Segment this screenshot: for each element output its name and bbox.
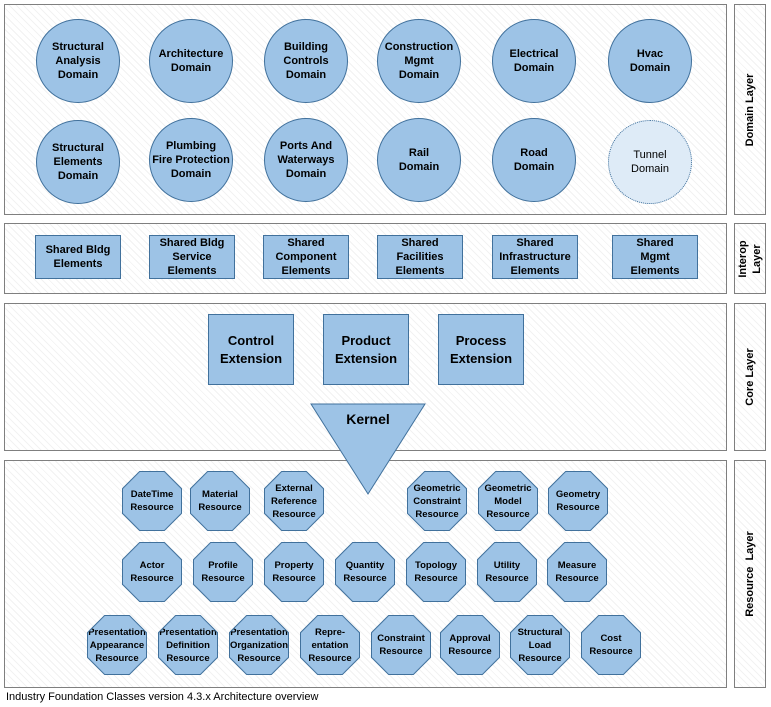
resource-property-label: Property Resource — [265, 543, 323, 601]
domain-tunnel: Tunnel Domain — [608, 120, 692, 204]
interop-shared-bldg-elements: Shared Bldg Elements — [35, 235, 121, 279]
resource-representation: Repre- entation Resource — [300, 615, 360, 675]
interop-shared-infrastructure-elements: Shared Infrastructure Elements — [492, 235, 578, 279]
resource-topology: Topology Resource — [406, 542, 466, 602]
resource-constraint: Constraint Resource — [371, 615, 431, 675]
core-layer-label: Core Layer — [744, 348, 756, 406]
resource-actor: Actor Resource — [122, 542, 182, 602]
resource-layer-side: Resource Layer — [734, 460, 766, 688]
domain-electrical: Electrical Domain — [492, 19, 576, 103]
resource-representation-label: Repre- entation Resource — [301, 616, 359, 674]
resource-geometric-constraint: Geometric Constraint Resource — [407, 471, 467, 531]
domain-layer-side: Domain Layer — [734, 4, 766, 215]
resource-presentation-appearance-label: Presentation Appearance Resource — [88, 616, 146, 674]
resource-utility: Utility Resource — [477, 542, 537, 602]
interop-layer-side: Interop Layer — [734, 223, 766, 294]
resource-geometric-model: Geometric Model Resource — [478, 471, 538, 531]
resource-constraint-label: Constraint Resource — [372, 616, 430, 674]
resource-quantity: Quantity Resource — [335, 542, 395, 602]
domain-hvac: Hvac Domain — [608, 19, 692, 103]
resource-structural-load: Structural Load Resource — [510, 615, 570, 675]
resource-layer-label: Resource Layer — [744, 531, 756, 617]
resource-utility-label: Utility Resource — [478, 543, 536, 601]
resource-external-reference: External Reference Resource — [264, 471, 324, 531]
interop-shared-bldg-service-elements: Shared Bldg Service Elements — [149, 235, 235, 279]
resource-presentation-definition: Presentation Definition Resource — [158, 615, 218, 675]
core-process-extension: Process Extension — [438, 314, 524, 385]
resource-material: Material Resource — [190, 471, 250, 531]
resource-external-reference-label: External Reference Resource — [265, 472, 323, 530]
resource-presentation-organization: Presentation Organization Resource — [229, 615, 289, 675]
domain-structural-elements: Structural Elements Domain — [36, 120, 120, 204]
resource-quantity-label: Quantity Resource — [336, 543, 394, 601]
resource-datetime-label: DateTime Resource — [123, 472, 181, 530]
interop-shared-facilities-elements: Shared Facilities Elements — [377, 235, 463, 279]
resource-profile: Profile Resource — [193, 542, 253, 602]
interop-shared-component-elements: Shared Component Elements — [263, 235, 349, 279]
resource-measure-label: Measure Resource — [548, 543, 606, 601]
core-layer-side: Core Layer — [734, 303, 766, 451]
core-control-extension: Control Extension — [208, 314, 294, 385]
resource-cost-label: Cost Resource — [582, 616, 640, 674]
resource-topology-label: Topology Resource — [407, 543, 465, 601]
kernel-label: Kernel — [346, 411, 390, 427]
kernel-triangle — [310, 403, 426, 495]
domain-layer-label: Domain Layer — [744, 73, 756, 146]
domain-rail: Rail Domain — [377, 118, 461, 202]
resource-presentation-definition-label: Presentation Definition Resource — [159, 616, 217, 674]
resource-profile-label: Profile Resource — [194, 543, 252, 601]
domain-construction-mgmt: Construction Mgmt Domain — [377, 19, 461, 103]
domain-structural-analysis: Structural Analysis Domain — [36, 19, 120, 103]
resource-geometric-constraint-label: Geometric Constraint Resource — [408, 472, 466, 530]
resource-geometry: Geometry Resource — [548, 471, 608, 531]
domain-building-controls: Building Controls Domain — [264, 19, 348, 103]
core-product-extension: Product Extension — [323, 314, 409, 385]
resource-approval-label: Approval Resource — [441, 616, 499, 674]
figure-caption: Industry Foundation Classes version 4.3.… — [6, 691, 319, 703]
domain-ports-and-waterways: Ports And Waterways Domain — [264, 118, 348, 202]
resource-presentation-organization-label: Presentation Organization Resource — [230, 616, 288, 674]
domain-architecture: Architecture Domain — [149, 19, 233, 103]
resource-datetime: DateTime Resource — [122, 471, 182, 531]
domain-layer-panel — [4, 4, 727, 215]
resource-structural-load-label: Structural Load Resource — [511, 616, 569, 674]
domain-road: Road Domain — [492, 118, 576, 202]
resource-geometric-model-label: Geometric Model Resource — [479, 472, 537, 530]
interop-layer-label: Interop Layer — [737, 239, 763, 278]
resource-measure: Measure Resource — [547, 542, 607, 602]
resource-property: Property Resource — [264, 542, 324, 602]
resource-geometry-label: Geometry Resource — [549, 472, 607, 530]
resource-cost: Cost Resource — [581, 615, 641, 675]
interop-shared-mgmt-elements: Shared Mgmt Elements — [612, 235, 698, 279]
resource-approval: Approval Resource — [440, 615, 500, 675]
resource-actor-label: Actor Resource — [123, 543, 181, 601]
interop-layer-panel — [4, 223, 727, 294]
resource-presentation-appearance: Presentation Appearance Resource — [87, 615, 147, 675]
resource-material-label: Material Resource — [191, 472, 249, 530]
domain-plumbing-fire-protection: Plumbing Fire Protection Domain — [149, 118, 233, 202]
